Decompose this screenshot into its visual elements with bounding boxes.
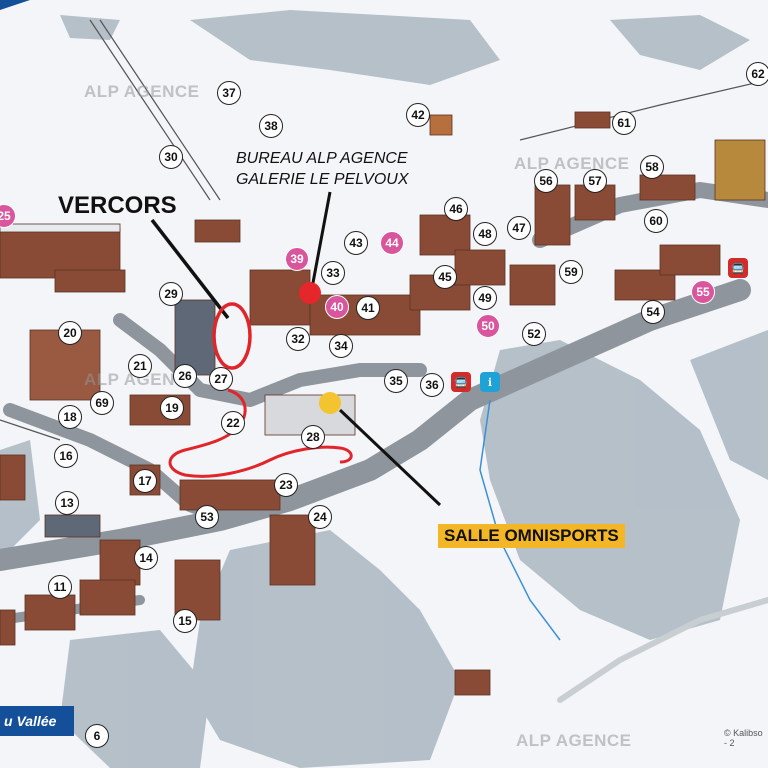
watermark-2: ALP AGENCE [514,154,630,173]
location-marker-52[interactable]: 52 [522,322,546,346]
location-marker-44[interactable]: 44 [380,231,404,255]
map-credit: © Kalibso - 2 [724,728,763,748]
vallee-banner: u Vallée [0,706,74,736]
salle-pointer-line [338,408,442,507]
location-marker-36[interactable]: 36 [420,373,444,397]
location-marker-41[interactable]: 41 [356,296,380,320]
bureau-label-line1: BUREAU ALP AGENCE [236,150,408,167]
bus-stop-icon[interactable]: 🚍 [451,372,471,392]
location-marker-49[interactable]: 49 [473,286,497,310]
salle-location-dot [319,392,341,414]
location-marker-39[interactable]: 39 [285,247,309,271]
location-marker-57[interactable]: 57 [583,169,607,193]
location-marker-42[interactable]: 42 [406,103,430,127]
location-marker-21[interactable]: 21 [128,354,152,378]
location-marker-47[interactable]: 47 [507,216,531,240]
location-marker-20[interactable]: 20 [58,321,82,345]
location-marker-24[interactable]: 24 [308,505,332,529]
info-point-icon[interactable]: ℹ [480,372,500,392]
ski-lifts [0,19,768,441]
location-marker-34[interactable]: 34 [329,334,353,358]
location-marker-27[interactable]: 27 [209,367,233,391]
location-marker-22[interactable]: 22 [221,411,245,435]
location-marker-35[interactable]: 35 [384,369,408,393]
location-marker-62[interactable]: 62 [746,62,768,86]
location-marker-46[interactable]: 46 [444,197,468,221]
location-marker-55[interactable]: 55 [691,280,715,304]
location-marker-30[interactable]: 30 [159,145,183,169]
location-marker-32[interactable]: 32 [286,327,310,351]
location-marker-50[interactable]: 50 [476,314,500,338]
bureau-pointer-line [310,191,332,289]
location-marker-54[interactable]: 54 [641,300,665,324]
location-marker-13[interactable]: 13 [55,491,79,515]
bureau-alp-agence-label: BUREAU ALP AGENCE GALERIE LE PELVOUX [236,148,409,190]
location-marker-40[interactable]: 40 [325,295,349,319]
watermark-1: ALP AGENCE [84,82,200,101]
location-marker-58[interactable]: 58 [640,155,664,179]
location-marker-29[interactable]: 29 [159,282,183,306]
location-marker-33[interactable]: 33 [321,261,345,285]
location-marker-11[interactable]: 11 [48,575,72,599]
location-marker-69[interactable]: 69 [90,391,114,415]
location-marker-15[interactable]: 15 [173,609,197,633]
location-marker-38[interactable]: 38 [259,114,283,138]
location-marker-6[interactable]: 6 [85,724,109,748]
vercors-pointer-line [150,218,230,320]
location-marker-16[interactable]: 16 [54,444,78,468]
location-marker-60[interactable]: 60 [644,209,668,233]
location-marker-14[interactable]: 14 [134,546,158,570]
location-marker-17[interactable]: 17 [133,469,157,493]
location-marker-23[interactable]: 23 [274,473,298,497]
location-marker-19[interactable]: 19 [160,396,184,420]
salle-omnisports-label: SALLE OMNISPORTS [438,524,625,548]
vercors-label: VERCORS [58,192,177,219]
location-marker-18[interactable]: 18 [58,405,82,429]
location-marker-43[interactable]: 43 [344,231,368,255]
corner-decoration [0,0,30,10]
vercors-highlight-oval [212,302,252,370]
location-marker-28[interactable]: 28 [301,425,325,449]
bureau-label-line2: GALERIE LE PELVOUX [236,171,409,188]
location-marker-45[interactable]: 45 [433,265,457,289]
location-marker-48[interactable]: 48 [473,222,497,246]
location-marker-59[interactable]: 59 [559,260,583,284]
bureau-location-dot [299,282,321,304]
location-marker-53[interactable]: 53 [195,505,219,529]
location-marker-56[interactable]: 56 [534,169,558,193]
location-marker-26[interactable]: 26 [173,364,197,388]
watermark-3: ALP AGENCE [84,370,200,389]
location-marker-37[interactable]: 37 [217,81,241,105]
location-marker-61[interactable]: 61 [612,111,636,135]
watermark-4: ALP AGENCE [516,731,632,750]
bus-stop-icon[interactable]: 🚍 [728,258,748,278]
